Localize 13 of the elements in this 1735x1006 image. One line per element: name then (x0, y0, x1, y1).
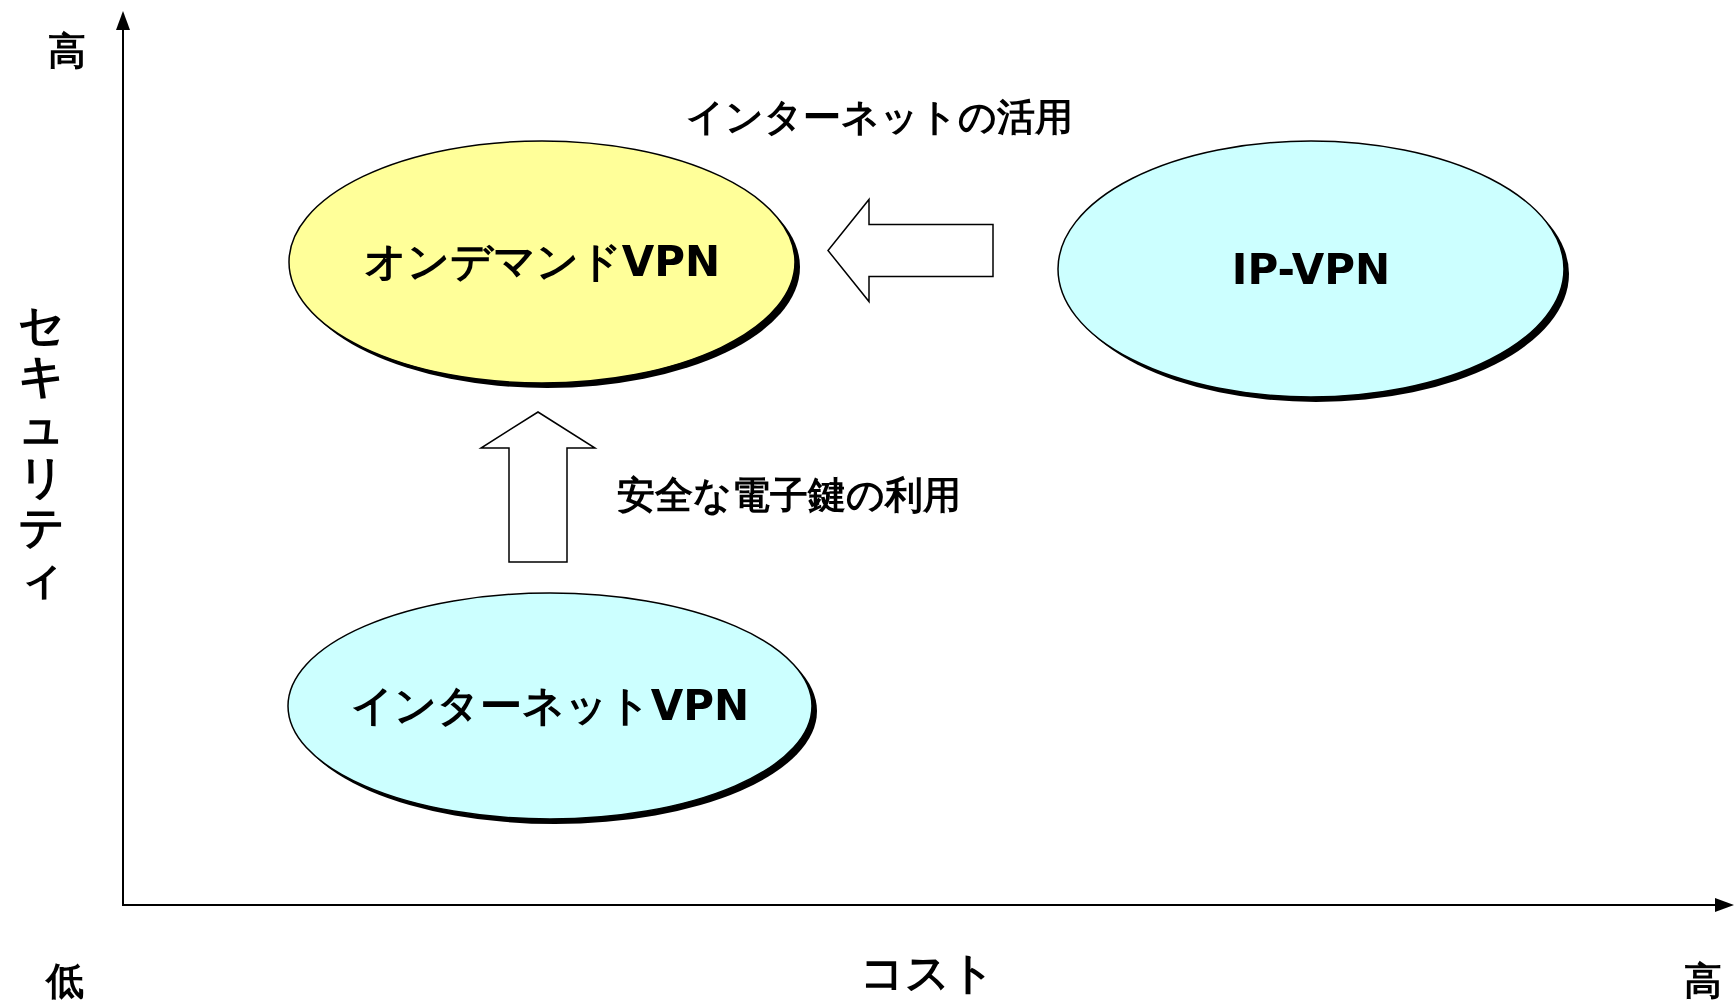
axis-title: セキュリティ (18, 300, 64, 604)
node-label: インターネットVPN (350, 680, 750, 732)
axis-label: 高 (1684, 958, 1722, 1005)
axis-label: 低 (46, 958, 84, 1005)
node-label: オンデマンドVPN (363, 236, 721, 288)
ellipse-node (287, 592, 819, 826)
block-arrow (478, 411, 598, 563)
ellipse-node (1057, 140, 1571, 404)
axis-label: 高 (48, 28, 86, 75)
ellipse-node (288, 140, 802, 390)
node-label: IP-VPN (1231, 244, 1391, 294)
axis-title: コスト (860, 946, 995, 1000)
block-arrow (827, 197, 994, 304)
